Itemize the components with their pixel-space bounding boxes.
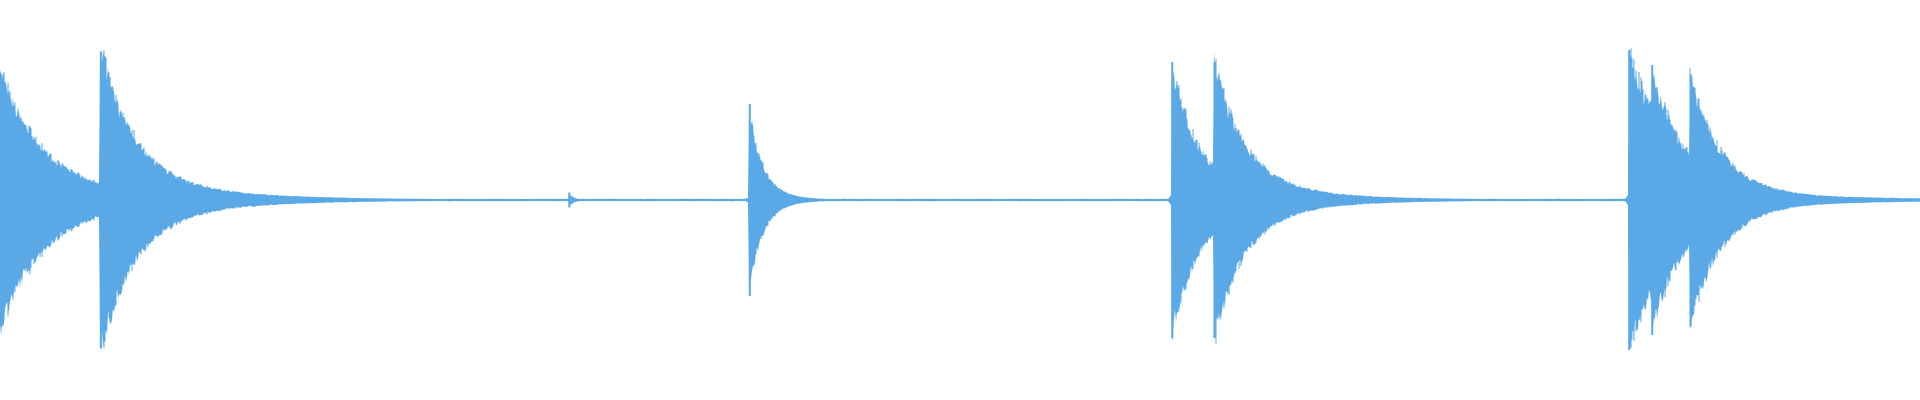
- waveform-texture: [1, 48, 1827, 349]
